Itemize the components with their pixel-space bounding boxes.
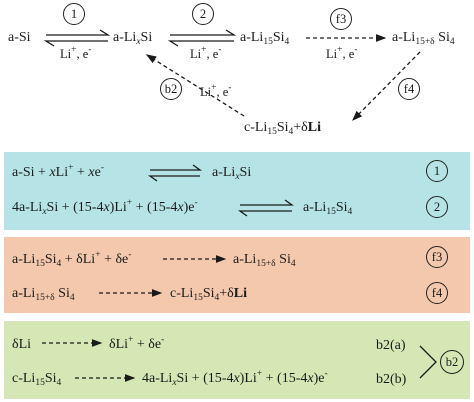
b2-bracket — [419, 345, 437, 379]
equation-1-product: a-LixSi — [212, 165, 252, 182]
species-a-si: a-Si — [8, 30, 31, 45]
equilibrium-arrow-1-forward — [46, 29, 111, 36]
arrow-b2 — [145, 54, 245, 117]
equation-label-1: 1 — [426, 160, 448, 182]
equation-2-product: a-Li15Si4 — [303, 200, 353, 217]
equation-f4-product: c-Li15Si4+δLi — [170, 286, 247, 303]
equation-label-f4: f4 — [426, 282, 448, 304]
reagent-label-1: Li+, e- — [60, 45, 92, 61]
equation-label-f3: f3 — [426, 246, 448, 268]
equation-b2a-reactant: δLi — [12, 337, 32, 352]
step-label-1: 1 — [63, 3, 85, 25]
equation-f3-reactants: a-Li15Si4 + δLi+ + δe- — [12, 250, 132, 269]
equation-tag-b2b: b2(b) — [376, 372, 407, 387]
step-label-b2: b2 — [160, 78, 182, 100]
equation-f4-reactant: a-Li15+δ Si4 — [12, 286, 75, 303]
equation-2-reactants: 4a-LixSi + (15-4x)Li+ + (15-4x)e- — [12, 198, 198, 217]
reagent-label-f3: Li+, e- — [326, 45, 358, 61]
equation-1-reactants: a-Si + xLi+ + xe- — [12, 163, 104, 180]
species-a-li15plusd-si4: a-Li15+δ Si4 — [392, 30, 455, 47]
equilibrium-arrow-2-backward — [167, 40, 234, 47]
reagent-label-b2: Li+, e- — [200, 83, 232, 99]
equilibrium-arrow-2-forward — [170, 29, 237, 36]
equation-b2b-reactant: c-Li15Si4 — [12, 371, 62, 388]
panel-backward-reactions — [4, 321, 470, 399]
equation-f3-product: a-Li15+δ Si4 — [233, 252, 296, 269]
step-label-2: 2 — [192, 3, 214, 25]
reagent-label-2: Li+, e- — [190, 45, 222, 61]
step-label-f4: f4 — [398, 78, 420, 100]
step-label-f3: f3 — [330, 8, 352, 30]
equation-b2a-products: δLi+ + δe- — [109, 335, 165, 352]
species-a-li15si4: a-Li15Si4 — [240, 30, 290, 47]
equation-tag-b2a: b2(a) — [376, 338, 406, 353]
arrow-f4 — [352, 51, 421, 121]
equilibrium-arrow-1-backward — [43, 40, 108, 47]
panel-forward-reactions — [4, 237, 470, 313]
equation-b2b-products: 4a-LixSi + (15-4x)Li+ + (15-4x)e- — [142, 369, 328, 388]
equation-label-2: 2 — [426, 196, 448, 218]
equation-label-b2: b2 — [440, 350, 464, 374]
species-a-lixsi: a-LixSi — [113, 30, 153, 47]
species-c-li15si4: c-Li15Si4+δLi — [244, 120, 321, 137]
panel-reversible-lithiation — [4, 152, 470, 230]
